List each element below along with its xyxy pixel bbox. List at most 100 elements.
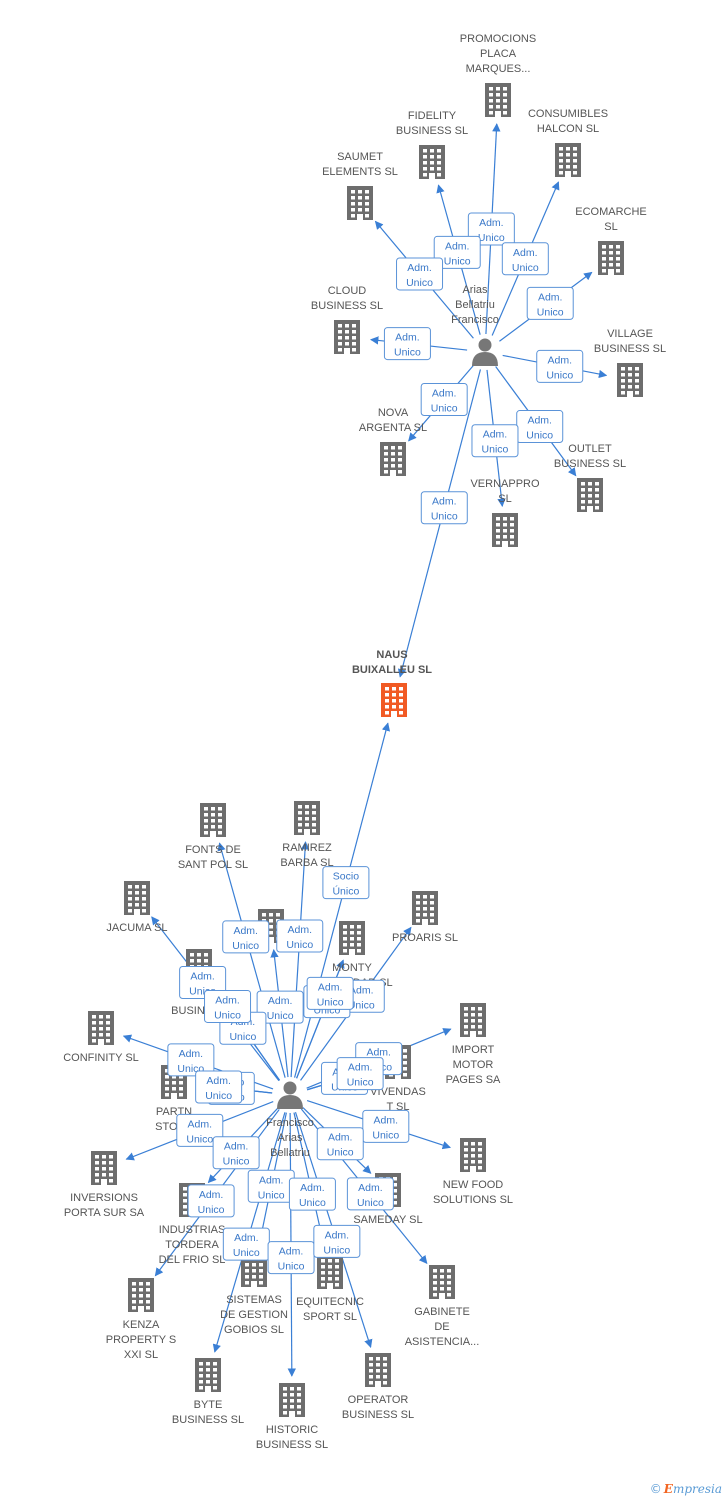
role-badge[interactable]: Adm.Unico [187,1184,235,1218]
company-label-line-0: IMPORT [452,1044,495,1056]
role-badge[interactable]: Adm.Unico [420,491,468,525]
role-badge-text: Adm. [407,262,432,274]
role-badge[interactable]: Adm.Unico [247,1169,295,1203]
company-label-line-0: INDUSTRIAS [159,1224,226,1236]
role-badge-text: Adm. [358,1182,383,1194]
role-badge[interactable]: Adm.Unico [501,242,549,276]
company-label-line-1: ELEMENTS SL [322,166,398,178]
role-badge[interactable]: Adm.Unico [316,1127,364,1161]
role-badge-text: Adm. [538,291,563,303]
role-badge-text: Unico [526,430,553,442]
building-icon [617,363,643,397]
building-icon [492,513,518,547]
role-badge[interactable]: Adm.Unico [433,235,481,269]
role-badge[interactable]: Adm.Unico [222,920,270,954]
role-badge-text: Adm. [279,1246,304,1258]
company-node-c13[interactable]: JACUMA SL [106,881,168,934]
role-badge[interactable]: Adm.Unico [526,286,574,320]
role-badge-text: Unico [214,1009,241,1021]
role-badge-text: Adm. [374,1114,399,1126]
company-node-c14[interactable]: PROARIS SL [392,891,458,944]
person-icon [277,1081,303,1109]
building-icon [555,143,581,177]
company-label-line-0: CONSUMIBLES [528,108,608,120]
role-badge-text: Único [332,885,359,898]
role-badge[interactable]: Adm.Unico [204,989,252,1023]
building-icon [365,1353,391,1387]
building-icon [460,1138,486,1172]
role-badge[interactable]: Adm.Unico [346,1177,394,1211]
role-badge-text: Unico [394,347,421,359]
company-node-c26[interactable]: GABINETEDEASISTENCIA... [405,1265,480,1348]
role-badge-text: Unico [348,999,375,1011]
company-label-line-0: SAMEDAY SL [353,1214,422,1226]
person-label-line-1: Bellatriu [455,299,495,311]
role-badge-text: Adm. [288,924,313,936]
company-node-c1[interactable]: PROMOCIONSPLACAMARQUES... [460,33,536,117]
company-label-line-1: SL [604,221,617,233]
role-badge[interactable]: Adm.Unico [362,1109,410,1143]
role-badge[interactable]: Adm.Unico [313,1224,361,1258]
role-badge[interactable]: Adm.Unico [516,410,564,444]
role-badge[interactable]: Adm.Unico [288,1177,336,1211]
role-badge-text: Unico [323,1244,350,1256]
focus-company-label-line-1: BUIXALLEU SL [352,664,432,676]
building-icon [200,803,226,837]
role-badge[interactable]: Adm.Unico [471,424,519,458]
role-badge-text: Adm. [479,217,504,229]
role-badge[interactable]: Adm.Unico [420,382,468,416]
person-icon [472,338,498,366]
role-badge-text: Unico [278,1261,305,1273]
building-icon [577,478,603,512]
role-badge[interactable]: Adm.Unico [176,1113,224,1147]
role-badge[interactable]: Adm.Unico [276,919,324,953]
role-badge[interactable]: Adm.Unico [167,1043,215,1077]
role-badge[interactable]: Adm.Unico [536,349,584,383]
building-icon [88,1011,114,1045]
building-icon [124,881,150,915]
role-badge-text: Adm. [224,1141,249,1153]
role-badge[interactable]: Adm.Unico [256,990,304,1024]
role-badge[interactable]: Adm.Unico [336,1057,384,1091]
company-label-line-1: BUSINESS SL [172,1414,244,1426]
role-badge[interactable]: Adm.Unico [195,1070,243,1104]
role-badge-text: Adm. [445,240,470,252]
role-badge[interactable]: Adm.Unico [383,327,431,361]
company-label-line-1: TORDERA [165,1239,219,1251]
role-badge[interactable]: Adm.Unico [306,976,354,1010]
footer-brand[interactable]: ©Empresia [650,1482,722,1496]
role-badge[interactable]: Adm. Unico [267,1241,315,1275]
company-label-line-0: FIDELITY [408,110,457,122]
role-badge[interactable]: Adm.Unico [222,1227,270,1261]
company-label-line-1: BARBA SL [280,857,333,869]
role-badge-text: Unico [267,1010,294,1022]
role-badge[interactable]: Adm.Unico [396,257,444,291]
company-node-c18[interactable]: CONFINITY SL [63,1011,139,1064]
company-label-line-2: DEL FRIO SL [159,1254,226,1266]
role-badge[interactable]: Adm.Unico [212,1136,260,1170]
